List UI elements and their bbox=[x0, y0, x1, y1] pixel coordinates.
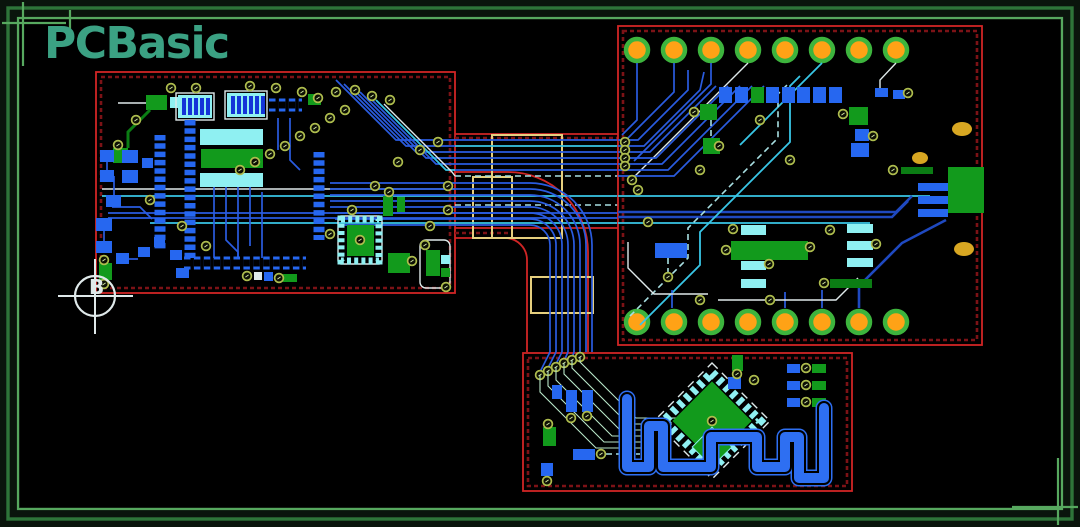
large-part-green[interactable] bbox=[201, 149, 263, 168]
flex-entry-vias[interactable] bbox=[534, 351, 586, 381]
origin-marker-icon[interactable]: B bbox=[58, 259, 133, 334]
gold-oval-pad[interactable] bbox=[952, 122, 972, 136]
green-ic[interactable] bbox=[731, 241, 808, 260]
bottom-board-outline[interactable] bbox=[522, 352, 853, 492]
flex-connector-region[interactable] bbox=[455, 133, 618, 352]
gold-oval-pad[interactable] bbox=[912, 152, 928, 164]
pcbasic-logo: PCBasic bbox=[44, 18, 229, 69]
gold-oval-pad[interactable] bbox=[954, 242, 974, 256]
bottom-board-left-components[interactable] bbox=[541, 385, 640, 487]
large-green-part[interactable] bbox=[948, 167, 984, 213]
meander-antenna[interactable] bbox=[618, 390, 833, 487]
left-board[interactable] bbox=[95, 71, 456, 294]
origin-marker-label[interactable]: B bbox=[89, 275, 104, 299]
coverlay-region-1[interactable] bbox=[491, 134, 563, 239]
bottom-board[interactable] bbox=[522, 351, 853, 492]
header-block-a[interactable] bbox=[175, 92, 215, 121]
flex-bend-traces[interactable] bbox=[455, 182, 593, 352]
right-board-components[interactable] bbox=[655, 87, 984, 288]
large-part-cyan-1[interactable] bbox=[200, 129, 263, 145]
smd-pad-row[interactable] bbox=[719, 87, 842, 103]
right-board[interactable] bbox=[617, 25, 984, 346]
large-part-cyan-2[interactable] bbox=[200, 173, 263, 187]
edge-connector-part[interactable] bbox=[419, 239, 451, 289]
left-board-traces[interactable] bbox=[102, 79, 456, 260]
left-board-components[interactable] bbox=[96, 90, 451, 289]
blue-pad-cluster[interactable] bbox=[96, 150, 189, 278]
header-block-b[interactable] bbox=[224, 90, 268, 120]
component-green[interactable] bbox=[146, 95, 167, 110]
